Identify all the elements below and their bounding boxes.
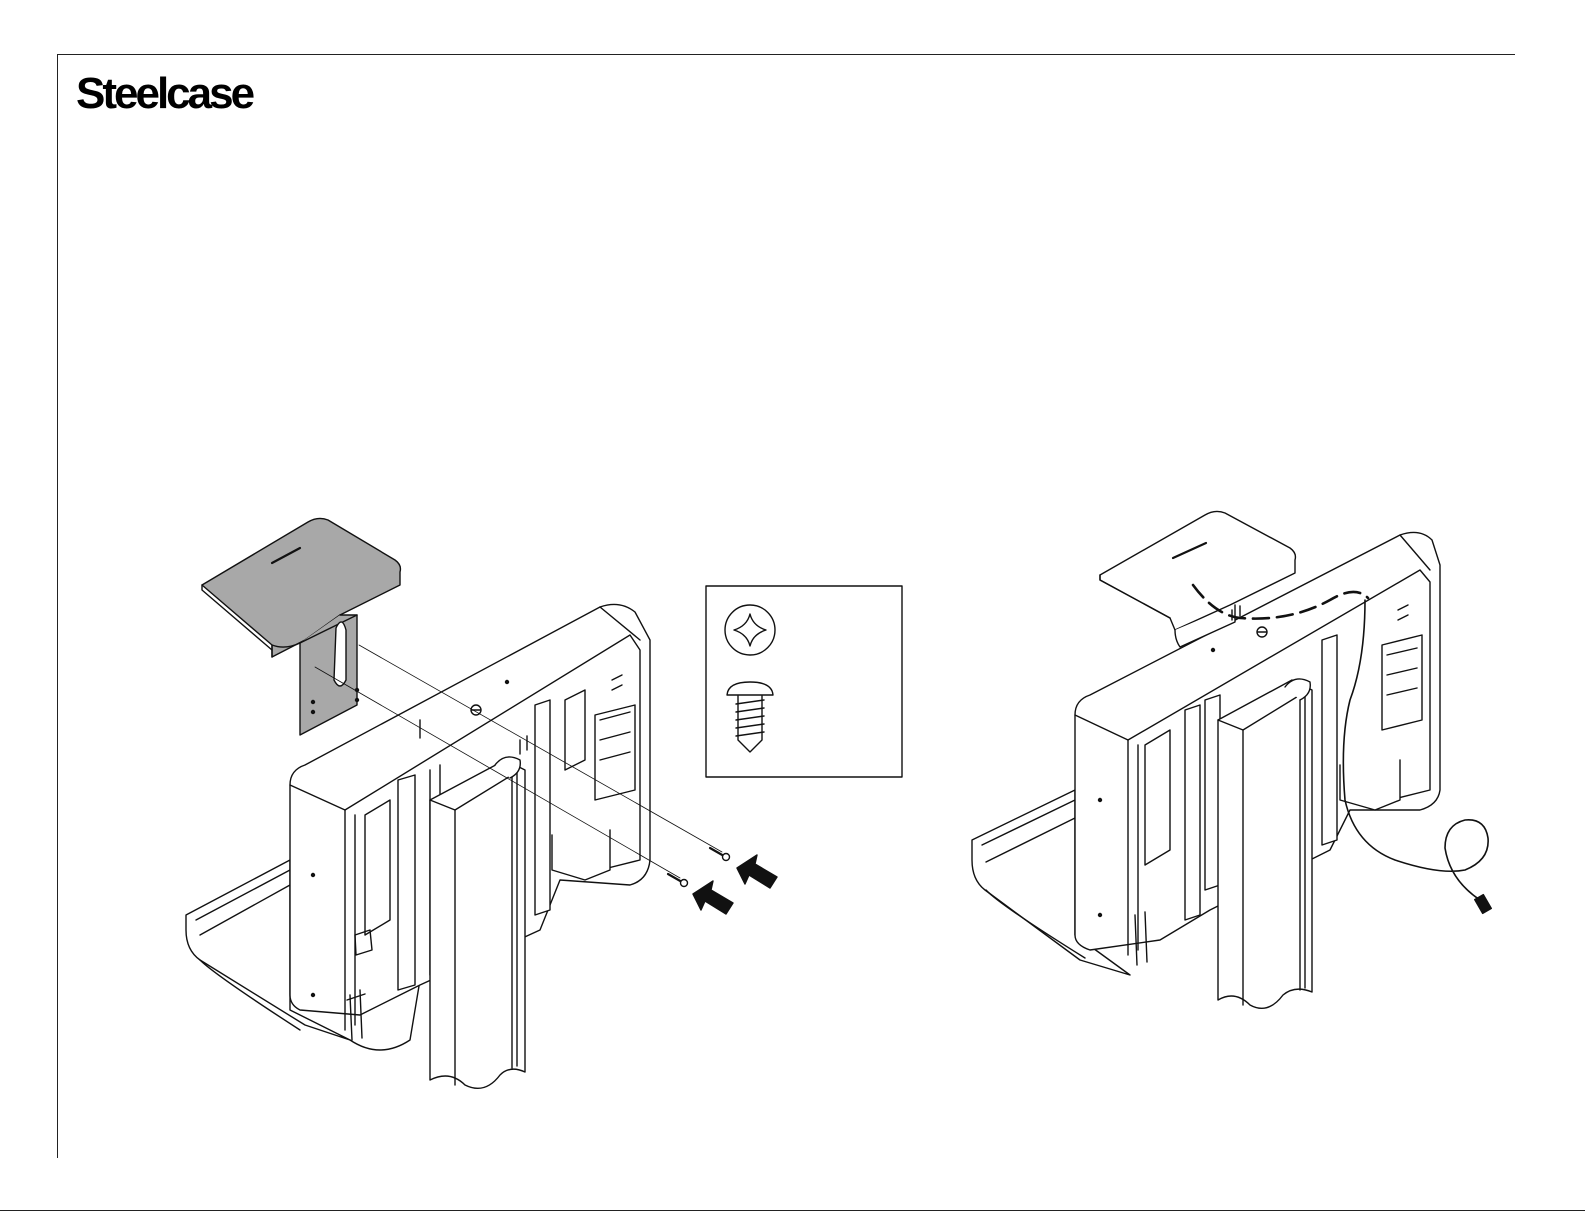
step-right-illustration bbox=[972, 511, 1491, 1008]
mounting-bracket bbox=[202, 518, 400, 735]
insert-arrows bbox=[693, 855, 777, 914]
arrow-icon bbox=[693, 881, 733, 914]
arrow-icon bbox=[737, 855, 777, 888]
support-post-right bbox=[1218, 679, 1312, 1008]
support-post bbox=[430, 757, 525, 1088]
screw-lower bbox=[668, 874, 688, 887]
screw-upper bbox=[710, 848, 730, 861]
step-left-illustration bbox=[186, 518, 902, 1088]
screw-callout bbox=[706, 586, 902, 777]
